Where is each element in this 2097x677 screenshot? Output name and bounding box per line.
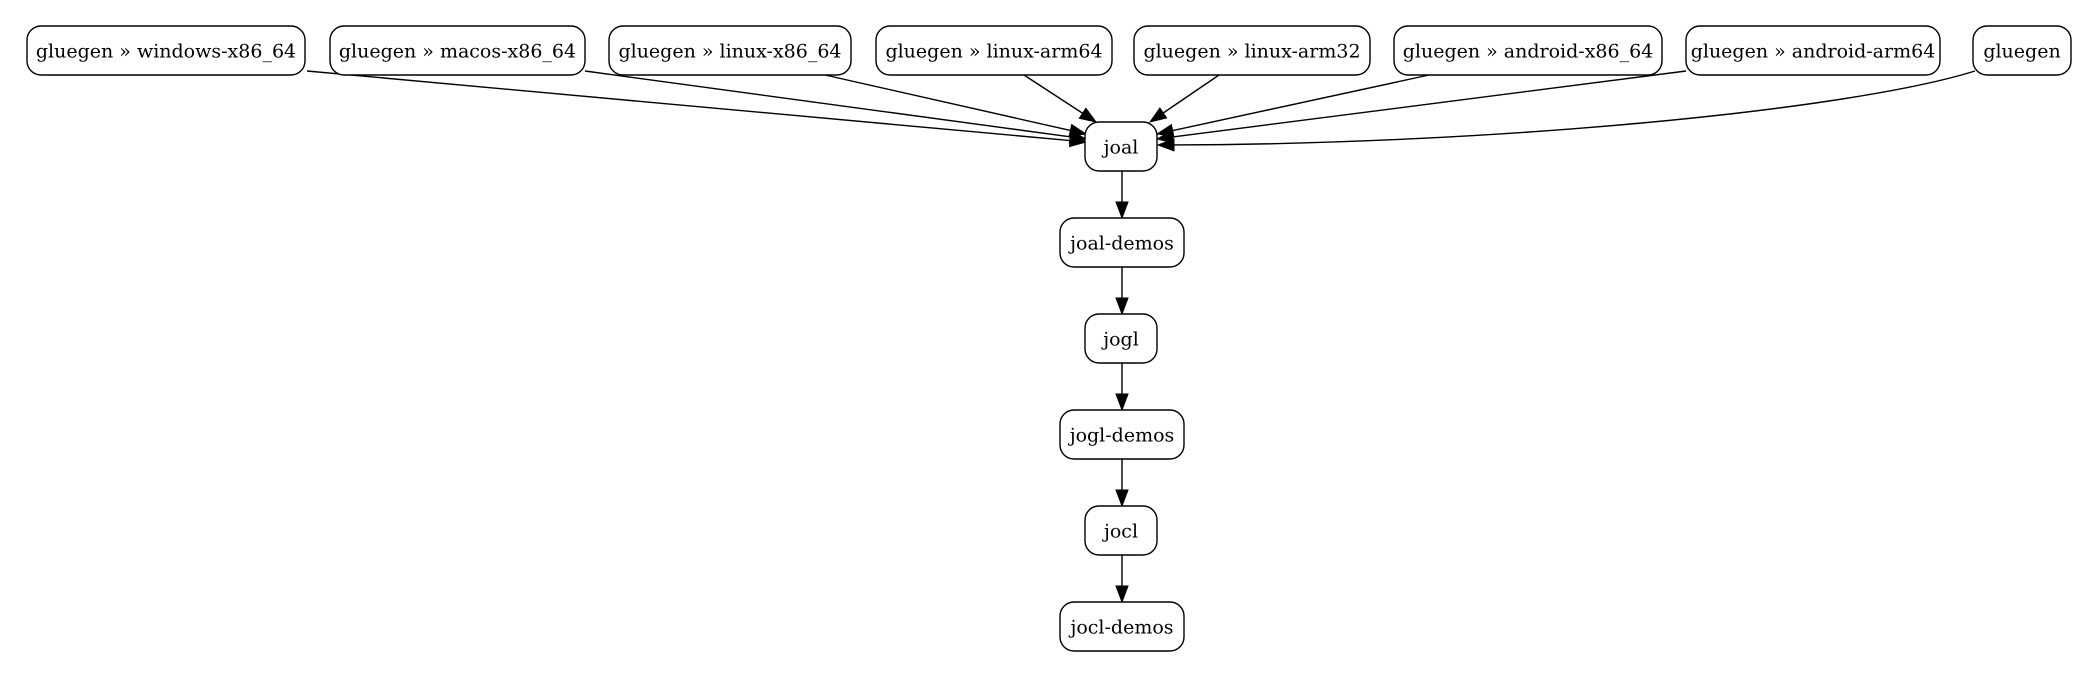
edge-gluegen-windows-x86_64-to-joal (306, 70, 1088, 148)
arrowhead-icon (1078, 107, 1098, 123)
node-jocl[interactable]: jocl (1084, 505, 1158, 556)
node-box (1084, 121, 1158, 172)
node-label: jocl (1102, 521, 1138, 543)
node-gluegen-linux-arm32[interactable]: gluegen » linux-arm32 (1133, 25, 1371, 76)
edge-line (584, 70, 1071, 138)
node-box (1685, 25, 1941, 76)
node-box (1084, 505, 1158, 556)
node-label: gluegen » macos-x86_64 (339, 41, 576, 63)
arrowhead-icon (1068, 123, 1088, 137)
node-gluegen[interactable]: gluegen (1972, 25, 2072, 76)
node-gluegen-windows-x86_64[interactable]: gluegen » windows-x86_64 (26, 25, 306, 76)
node-gluegen-macos-x86_64[interactable]: gluegen » macos-x86_64 (329, 25, 586, 76)
node-box (875, 25, 1113, 76)
edge-jogl-demos-to-jocl (1115, 459, 1129, 508)
node-box (1059, 409, 1185, 460)
arrowhead-icon (1115, 201, 1129, 220)
edge-line (1173, 70, 1976, 146)
node-box (1059, 217, 1185, 268)
nodes-layer: gluegen » windows-x86_64 gluegen » macos-… (26, 25, 2072, 652)
edge-line (1172, 70, 1687, 138)
node-label: jogl (1101, 329, 1139, 351)
node-label: gluegen » windows-x86_64 (36, 41, 296, 63)
edges-layer (306, 70, 1976, 604)
edge-line (306, 70, 1071, 142)
edge-jocl-to-jocl-demos (1115, 555, 1129, 604)
edge-gluegen-to-joal (1156, 70, 1976, 152)
arrowhead-icon (1155, 130, 1175, 144)
edge-gluegen-linux-arm32-to-joal (1148, 74, 1220, 123)
edge-joal-to-joal-demos (1115, 171, 1129, 220)
node-jocl-demos[interactable]: jocl-demos (1059, 601, 1185, 652)
node-gluegen-linux-x86_64[interactable]: gluegen » linux-x86_64 (608, 25, 852, 76)
node-label: gluegen » linux-arm64 (885, 41, 1102, 63)
edge-gluegen-macos-x86_64-to-joal (584, 70, 1088, 144)
node-box (329, 25, 586, 76)
edge-line (1172, 74, 1430, 132)
node-box (1133, 25, 1371, 76)
node-box (1059, 601, 1185, 652)
node-joal-demos[interactable]: joal-demos (1059, 217, 1185, 268)
node-joal[interactable]: joal (1084, 121, 1158, 172)
edge-gluegen-android-x86_64-to-joal (1155, 74, 1430, 138)
edge-line (824, 74, 1071, 132)
node-label: gluegen (1983, 41, 2060, 63)
node-label: joal (1102, 137, 1139, 159)
edge-gluegen-linux-x86_64-to-joal (824, 74, 1088, 137)
arrowhead-icon (1156, 138, 1175, 152)
node-label: gluegen » android-x86_64 (1403, 41, 1654, 63)
node-label: jogl-demos (1068, 425, 1175, 447)
edge-gluegen-linux-arm64-to-joal (1023, 74, 1098, 123)
arrowhead-icon (1115, 489, 1129, 508)
node-jogl[interactable]: jogl (1084, 313, 1158, 364)
edge-line (1162, 74, 1220, 114)
node-box (26, 25, 306, 76)
node-gluegen-android-arm64[interactable]: gluegen » android-arm64 (1685, 25, 1941, 76)
node-label: gluegen » linux-arm32 (1143, 41, 1360, 63)
node-box (1393, 25, 1663, 76)
node-label: joal-demos (1068, 233, 1174, 255)
node-label: gluegen » android-arm64 (1691, 41, 1936, 63)
edge-jogl-to-jogl-demos (1115, 363, 1129, 412)
node-jogl-demos[interactable]: jogl-demos (1059, 409, 1185, 460)
node-box (1972, 25, 2072, 76)
arrowhead-icon (1115, 297, 1129, 316)
node-gluegen-linux-arm64[interactable]: gluegen » linux-arm64 (875, 25, 1113, 76)
node-gluegen-android-x86_64[interactable]: gluegen » android-x86_64 (1393, 25, 1663, 76)
node-box (1084, 313, 1158, 364)
arrowhead-icon (1148, 107, 1168, 123)
arrowhead-icon (1115, 585, 1129, 604)
node-box (608, 25, 852, 76)
edge-joal-demos-to-jogl (1115, 267, 1129, 316)
edge-line (1023, 74, 1083, 114)
arrowhead-icon (1115, 393, 1129, 412)
node-label: gluegen » linux-x86_64 (618, 41, 841, 63)
node-label: jocl-demos (1068, 617, 1173, 639)
edge-gluegen-android-arm64-to-joal (1155, 70, 1687, 144)
